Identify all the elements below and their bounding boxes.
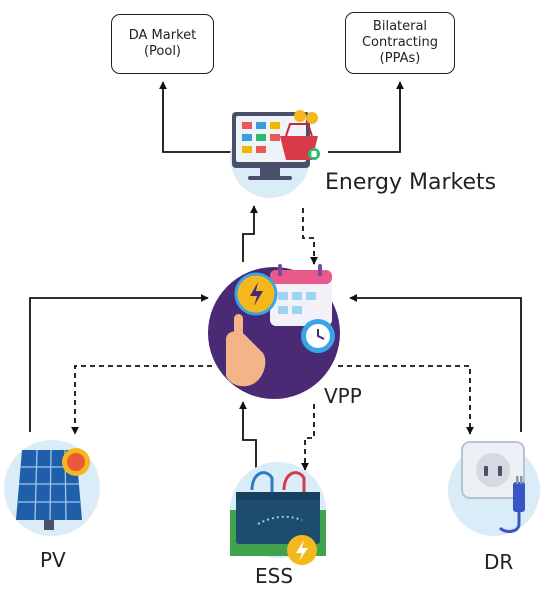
ess-label: ESS [255, 564, 294, 588]
online-shopping-market-icon [230, 110, 320, 198]
arrow-market-to-da [159, 81, 232, 153]
arrow-vpp-to-ess-dashed [301, 404, 315, 471]
vpp-label: VPP [324, 384, 362, 408]
solar-panel-icon [4, 440, 100, 536]
bilateral-contracting-box: Bilateral Contracting (PPAs) [345, 12, 455, 74]
arrow-vpp-to-market [242, 205, 258, 262]
energy-markets-label: Energy Markets [325, 170, 497, 195]
power-socket-plug-icon [448, 441, 540, 536]
arrow-dr-to-vpp [349, 294, 522, 432]
hand-touch-calendar-clock-icon [208, 264, 340, 399]
da-market-box: DA Market (Pool) [111, 14, 214, 74]
battery-storage-icon [230, 462, 326, 565]
dr-label: DR [484, 550, 514, 574]
connectors [29, 81, 522, 471]
arrow-pv-to-vpp [29, 294, 209, 432]
pv-label: PV [40, 548, 66, 572]
arrow-market-to-bilateral [328, 81, 404, 153]
arrow-ess-to-vpp [239, 401, 257, 470]
arrow-vpp-to-pv-dashed [71, 365, 212, 435]
arrow-market-to-vpp-dashed [302, 208, 318, 265]
